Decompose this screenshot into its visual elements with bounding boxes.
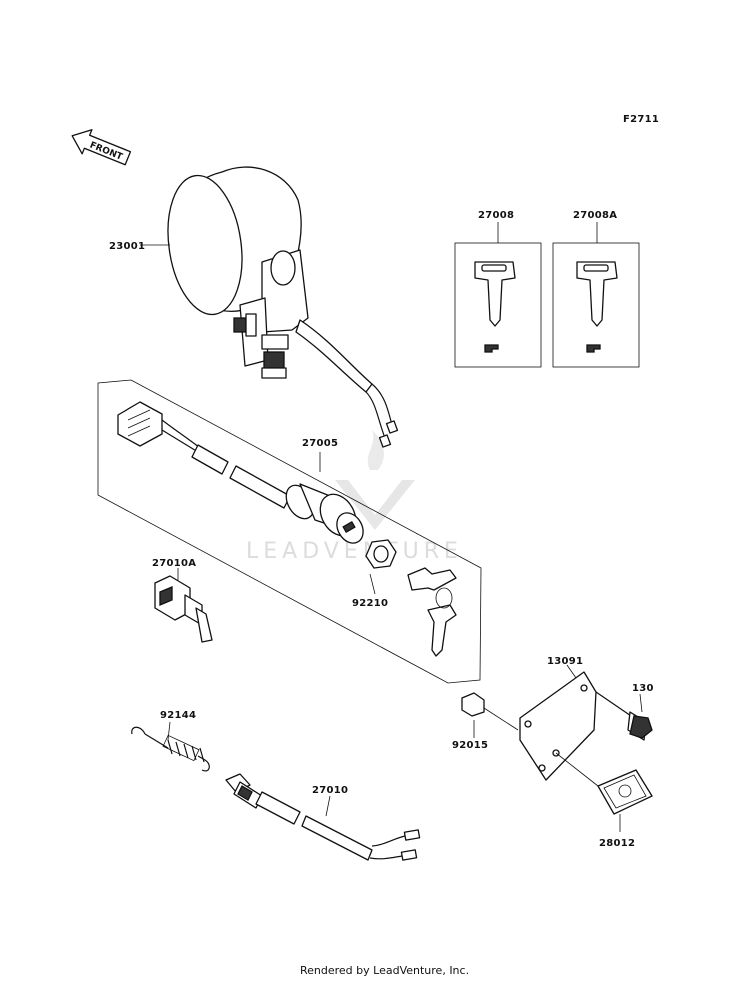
key-27008A-card: [552, 242, 640, 368]
ignition-switch-panel: [97, 379, 482, 684]
label-27005: 27005: [302, 438, 338, 449]
nut-92015: [461, 692, 519, 731]
bolt-130: [595, 691, 653, 741]
label-130: 130: [632, 683, 654, 694]
label-28012: 28012: [599, 838, 635, 849]
headlight-assembly: [167, 166, 399, 448]
label-plate-28012: [555, 752, 653, 815]
plate-13091: [519, 671, 597, 781]
ignition-switch-assembly: [117, 401, 457, 657]
label-23001: 23001: [109, 241, 145, 252]
footer-credit: Rendered by LeadVenture, Inc.: [300, 964, 469, 977]
label-27008A: 27008A: [573, 210, 617, 221]
label-92015: 92015: [452, 740, 488, 751]
key-27008-card: [454, 242, 542, 368]
label-27010A: 27010A: [152, 558, 196, 569]
switch-27010A: [154, 575, 213, 643]
front-arrow-icon: FRONT: [71, 129, 132, 166]
spring-92144: [131, 726, 210, 772]
label-92144: 92144: [160, 710, 196, 721]
label-92210: 92210: [352, 598, 388, 609]
switch-27010: [225, 773, 421, 861]
figure-code: F2711: [623, 114, 659, 125]
label-27008: 27008: [478, 210, 514, 221]
label-27010: 27010: [312, 785, 348, 796]
label-13091: 13091: [547, 656, 583, 667]
